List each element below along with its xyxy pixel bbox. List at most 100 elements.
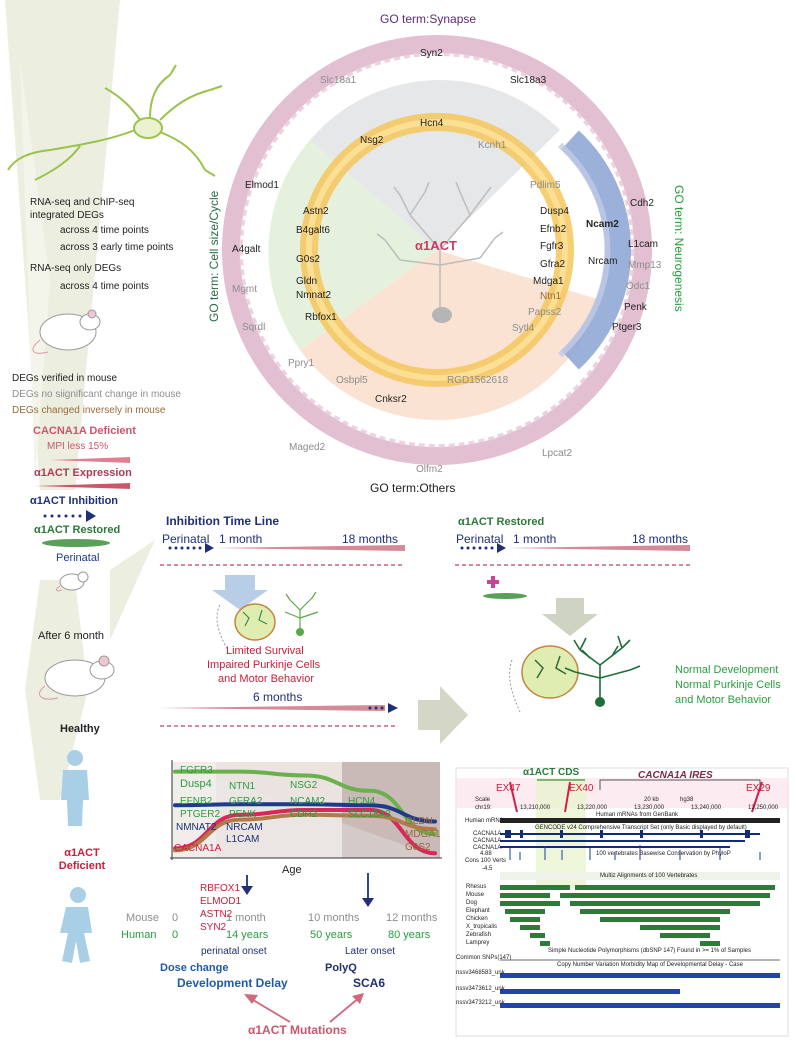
hg-label: hg38 [680,797,694,803]
label-cacna1a-deficient: CACNA1A Deficient [33,425,136,437]
gene-ptger3: Ptger3 [612,322,642,333]
species-2: Dog [466,900,478,906]
sca6: SCA6 [353,976,386,990]
chart-gene-l1cam: L1CAM [226,834,260,845]
legend-nochange: DEGs no siignificant change in mouse [12,389,181,400]
limited-line-1: Limited Survival [226,645,304,657]
mouse-tick-2: 10 months [308,912,360,924]
chart-gene-nrcam: NRCAM [226,822,263,833]
human-row-label: Human [121,929,157,941]
gene-odc1: Odc1 [626,281,650,292]
legend-across4b: across 4 time points [60,281,149,292]
gene-ncam2: Ncam2 [586,219,619,230]
pos-1: 13,210,000 [520,805,551,811]
timeline2-one-month: 1 month [513,532,557,546]
chart-xlabel: Age [282,864,302,876]
cons-neg: -4.5 [482,866,493,872]
nssv-1: nssv3468583_unk [456,970,505,976]
snp-label: Common SNPs(147) [456,955,512,961]
chart-gene-cacna1a: CACNA1A [174,843,222,854]
species-6: Zebrafish [466,932,492,938]
cacna1a-track-2: CACNA1A [473,838,502,844]
gene-nmnat2: Nmnat2 [296,290,332,301]
chart-gene-slc18a3: SLC18A3 [348,809,391,820]
ires-label: CACNA1A IRES [638,770,713,781]
ex40-label: EX40 [569,783,594,794]
multiz-label: Multiz Alignments of 100 Vertebrates [600,873,698,879]
timeline2-eighteen: 18 months [632,532,689,546]
gene-efnb2: Efnb2 [540,224,567,235]
outcome-arrows [241,873,374,1023]
child-icon [52,885,102,965]
human-mrnas-label: Human mRNAs [465,818,507,824]
go-term-others: GO term:Others [370,481,456,495]
gene-maged2: Maged2 [289,442,326,453]
nssv-3: nssv3473212_unk [456,1000,505,1006]
timeline-one-month: 1 month [219,532,263,546]
human-tick-1: 14 years [226,929,269,941]
timeline-2 [455,543,690,636]
gene-olfm2: Olfm2 [416,464,443,475]
label-expression: α1ACT Expression [34,467,132,479]
legend-across3: across 3 early time points [60,242,174,253]
human-mrnas-track: Human mRNAs from GenBank [596,812,679,818]
label-inhibition: α1ACT Inhibition [30,495,119,507]
gene-mdga1: Mdga1 [533,276,564,287]
cons-label: Cons 100 Verts [465,858,507,864]
ex47-label: EX47 [496,783,521,794]
timeline2-perinatal: Perinatal [456,532,504,546]
gene-rbfox1: Rbfox1 [305,312,337,323]
legend-integrated: RNA-seq and ChIP-seq integrated DEGs [30,197,135,221]
gene-elmod1: Elmod1 [245,180,279,191]
dose-change: Dose change [160,962,229,974]
normal-line-3: and Motor Behavior [675,694,771,706]
gene-nrcam: Nrcam [588,256,618,267]
gene-b4galt6: B4galt6 [296,225,330,236]
chart-gene-syn2: SYN2 [200,922,227,933]
human-icon [55,748,95,828]
inhibition-arrow [43,510,96,522]
human-tick-2: 50 years [310,929,353,941]
chart-gene-nmnat2: NMNAT2 [176,822,217,833]
polyq: PolyQ [325,962,357,974]
mouse-icon-small [52,568,92,594]
label-mpi: MPI less 15% [47,441,109,452]
species-7: Lamprey [466,940,490,946]
expression-bar [35,483,130,489]
mutations-label: α1ACT Mutations [248,1023,347,1037]
gene-penk: Penk [624,302,647,313]
legend-inverse: DEGs changed inversely in mouse [12,405,166,416]
center-label: α1ACT [415,238,457,253]
perinatal-onset: perinatal onset [201,946,267,957]
cons-val: 4.88 [480,851,492,857]
mouse-tick-1: 1 month [226,912,266,924]
development-delay: Development Delay [177,976,288,990]
gene-ntn1: Ntn1 [540,291,562,302]
series-line-navy [173,802,437,824]
gene-nsg2: Nsg2 [360,135,384,146]
gene-sytl4: Sytl4 [512,323,535,334]
left-beam-wing-l [20,60,50,480]
ex29-label: EX29 [746,783,771,794]
chart-gene-gldn: GLDN [405,816,433,827]
pos-4: 13,240,000 [691,805,722,811]
gene-papss2: Papss2 [528,307,562,318]
restored-title: α1ACT Restored [458,516,545,528]
chart-gene-g0s2: G0S2 [405,842,431,853]
timeline-perinatal: Perinatal [162,532,210,546]
gene-mgmt: Mgmt [232,284,257,295]
gene-syn2: Syn2 [420,48,443,59]
mpi-bar [50,457,130,463]
series-line-red [173,807,437,856]
chart-gene-astn2: ASTN2 [200,909,233,920]
legend-across4: across 4 time points [60,225,149,236]
gene-osbpl5: Osbpl5 [336,375,368,386]
cacna1a-track-3: CACNA1A [473,845,502,851]
chart-gene-ntn1: NTN1 [229,781,256,792]
human-tick-3: 80 years [388,929,431,941]
later-onset: Later onset [345,946,396,957]
chart-gene-gfra2: GFRA2 [229,796,263,807]
chart-gene-efnb2: EFNB2 [180,796,213,807]
normal-line-2: Normal Purkinje Cells [675,679,781,691]
kb-label: 20 kb [644,797,659,803]
